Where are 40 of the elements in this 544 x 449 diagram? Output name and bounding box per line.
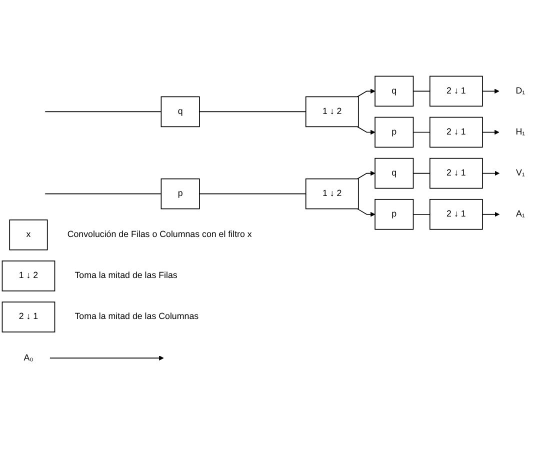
arrow xyxy=(482,212,500,217)
connector xyxy=(412,132,430,133)
arrow xyxy=(356,208,376,217)
connector xyxy=(199,111,306,112)
connector xyxy=(412,90,430,92)
arrow xyxy=(50,355,164,360)
node-box: p xyxy=(374,116,414,148)
node-box: 2 ↓ 1 xyxy=(429,76,483,106)
node-box: p xyxy=(374,198,414,230)
node-box: p xyxy=(160,178,200,210)
arrow xyxy=(482,130,500,135)
node-box: x xyxy=(9,219,48,250)
node-text: A₁ xyxy=(516,209,525,219)
node-box: 1 ↓ 2 xyxy=(305,178,359,210)
connector xyxy=(44,193,162,194)
arrow xyxy=(482,170,500,176)
node-box: 2 ↓ 1 xyxy=(429,116,483,148)
arrow xyxy=(482,88,500,94)
arrow xyxy=(356,170,376,180)
node-box: 2 ↓ 1 xyxy=(429,198,483,230)
node-label: Toma la mitad de las Filas xyxy=(74,270,178,280)
node-box: 1 ↓ 2 xyxy=(305,96,359,127)
node-box: 2 ↓ 1 xyxy=(429,158,483,189)
connector xyxy=(44,111,162,112)
node-box: 1 ↓ 2 xyxy=(2,260,56,292)
node-box: 2 ↓ 1 xyxy=(2,301,56,332)
node-text: A₀ xyxy=(24,352,34,362)
node-box: q xyxy=(160,96,200,127)
arrow xyxy=(356,126,376,135)
connector xyxy=(412,172,430,174)
node-box: q xyxy=(374,158,414,189)
node-text: D₁ xyxy=(516,86,526,96)
node-text: V₁ xyxy=(516,168,525,178)
node-box: q xyxy=(374,76,414,106)
node-label: Convolución de Filas o Columnas con el filtro x xyxy=(67,230,252,240)
node-text: H₁ xyxy=(516,127,526,137)
connector xyxy=(412,214,430,215)
node-label: Toma la mitad de las Columnas xyxy=(74,312,199,322)
arrow xyxy=(356,88,376,98)
connector xyxy=(199,193,306,194)
